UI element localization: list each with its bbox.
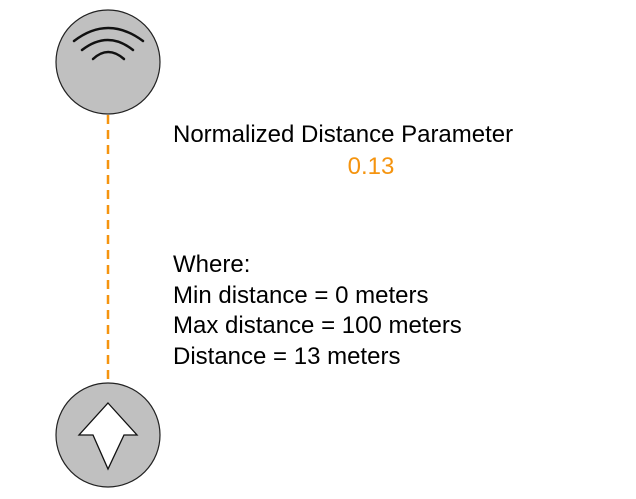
normalized-value: 0.13 [347,153,395,180]
receiver-node [55,382,161,488]
signal-source-node [55,9,161,115]
max-distance-line: Max distance = 100 meters [173,312,462,339]
min-distance-line: Min distance = 0 meters [173,282,429,309]
diagram-title: Normalized Distance Parameter [173,121,514,148]
navigation-arrow-icon [77,402,139,471]
distance-line: Distance = 13 meters [173,343,401,370]
where-label: Where: [173,251,251,278]
wifi-signal-icon [72,26,145,61]
